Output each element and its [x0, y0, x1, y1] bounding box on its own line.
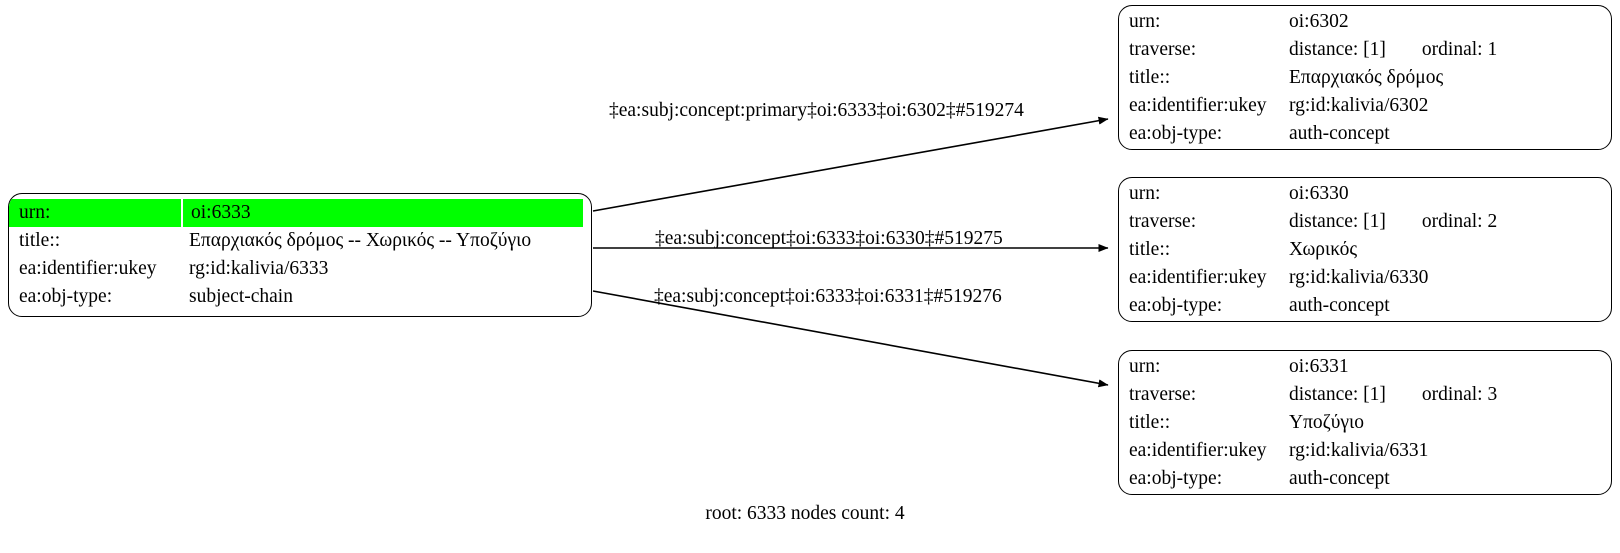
row-key-ukey: ea:identifier:ukey: [19, 258, 157, 279]
row-key-ukey: ea:identifier:ukey: [1129, 94, 1267, 116]
row-key-title: title::: [1129, 66, 1171, 88]
row-value-objtype: subject-chain: [189, 286, 293, 307]
row-value-urn: oi:6333: [183, 199, 583, 227]
node-row-title: title:: Επαρχιακός δρόμος -- Χωρικός -- …: [9, 227, 591, 255]
traverse-ordinal: ordinal: 3: [1421, 383, 1498, 405]
row-value-title: Επαρχιακός δρόμος -- Χωρικός -- Υποζύγιο: [189, 230, 532, 251]
row-key-traverse: traverse:: [1129, 210, 1197, 232]
node-auth-concept-6331[interactable]: urn: oi:6331 traverse: distance: [1] ord…: [1118, 350, 1612, 495]
traverse-distance: distance: [1]: [1289, 383, 1386, 405]
row-key-title: title::: [1129, 411, 1171, 433]
row-key-objtype: ea:obj-type:: [1129, 467, 1223, 489]
row-value-urn: oi:6331: [1289, 355, 1349, 377]
row-value-traverse: distance: [1] ordinal: 3: [1281, 381, 1601, 409]
node-row-traverse: traverse: distance: [1] ordinal: 1: [1119, 36, 1611, 64]
node-row-title: title:: Υποζύγιο: [1119, 409, 1611, 437]
edge-line-6331: [592, 290, 1109, 388]
node-row-objtype: ea:obj-type: auth-concept: [1119, 292, 1611, 320]
row-key-ukey: ea:identifier:ukey: [1129, 266, 1267, 288]
node-row-urn: urn: oi:6330: [1119, 180, 1611, 208]
row-key-ukey: ea:identifier:ukey: [1129, 439, 1267, 461]
node-subject-chain-6333[interactable]: urn: oi:6333 title:: Επαρχιακός δρόμος -…: [8, 193, 592, 317]
node-row-objtype: ea:obj-type: auth-concept: [1119, 120, 1611, 148]
row-value-ukey: rg:id:kalivia/6302: [1289, 94, 1429, 116]
edge-label-6302: ‡ea:subj:concept:primary‡oi:6333‡oi:6302…: [609, 100, 1024, 121]
row-value-urn: oi:6330: [1289, 182, 1349, 204]
node-row-ukey: ea:identifier:ukey rg:id:kalivia/6333: [9, 255, 591, 283]
row-key-title: title::: [19, 230, 61, 251]
edge-line-6302: [592, 116, 1109, 212]
row-key-urn: urn:: [1129, 355, 1161, 377]
node-row-traverse: traverse: distance: [1] ordinal: 2: [1119, 208, 1611, 236]
node-row-ukey: ea:identifier:ukey rg:id:kalivia/6302: [1119, 92, 1611, 120]
graph-caption: root: 6333 nodes count: 4: [0, 503, 1620, 525]
edge-label-6330: ‡ea:subj:concept‡oi:6333‡oi:6330‡#519275: [655, 228, 1003, 249]
node-auth-concept-6302[interactable]: urn: oi:6302 traverse: distance: [1] ord…: [1118, 5, 1612, 150]
row-value-title: Επαρχιακός δρόμος: [1289, 66, 1444, 88]
traverse-ordinal: ordinal: 2: [1421, 210, 1498, 232]
node-row-title: title:: Χωρικός: [1119, 236, 1611, 264]
row-key-traverse: traverse:: [1129, 38, 1197, 60]
row-value-traverse: distance: [1] ordinal: 2: [1281, 208, 1601, 236]
row-value-ukey: rg:id:kalivia/6333: [189, 258, 329, 279]
row-value-title: Χωρικός: [1289, 238, 1358, 260]
row-value-urn: oi:6302: [1289, 10, 1349, 32]
row-value-ukey: rg:id:kalivia/6331: [1289, 439, 1429, 461]
node-row-urn: urn: oi:6302: [1119, 8, 1611, 36]
node-row-objtype: ea:obj-type: subject-chain: [9, 283, 591, 311]
traverse-distance: distance: [1]: [1289, 38, 1386, 60]
graph-caption-text: root: 6333 nodes count: 4: [705, 503, 905, 524]
node-row-urn: urn: oi:6331: [1119, 353, 1611, 381]
row-value-traverse: distance: [1] ordinal: 1: [1281, 36, 1601, 64]
row-key-objtype: ea:obj-type:: [1129, 122, 1223, 144]
row-value-objtype: auth-concept: [1289, 467, 1390, 489]
traverse-ordinal: ordinal: 1: [1421, 38, 1498, 60]
node-row-title: title:: Επαρχιακός δρόμος: [1119, 64, 1611, 92]
node-row-ukey: ea:identifier:ukey rg:id:kalivia/6331: [1119, 437, 1611, 465]
node-row-objtype: ea:obj-type: auth-concept: [1119, 465, 1611, 493]
row-key-urn: urn:: [9, 199, 181, 227]
node-auth-concept-6330[interactable]: urn: oi:6330 traverse: distance: [1] ord…: [1118, 177, 1612, 322]
row-key-title: title::: [1129, 238, 1171, 260]
row-value-ukey: rg:id:kalivia/6330: [1289, 266, 1429, 288]
row-key-objtype: ea:obj-type:: [1129, 294, 1223, 316]
node-row-urn: urn: oi:6333: [9, 199, 591, 227]
edge-label-6331: ‡ea:subj:concept‡oi:6333‡oi:6331‡#519276: [654, 286, 1002, 307]
row-value-objtype: auth-concept: [1289, 122, 1390, 144]
traverse-distance: distance: [1]: [1289, 210, 1386, 232]
row-key-urn: urn:: [1129, 10, 1161, 32]
node-row-traverse: traverse: distance: [1] ordinal: 3: [1119, 381, 1611, 409]
node-row-ukey: ea:identifier:ukey rg:id:kalivia/6330: [1119, 264, 1611, 292]
row-key-traverse: traverse:: [1129, 383, 1197, 405]
row-key-urn: urn:: [1129, 182, 1161, 204]
row-key-objtype: ea:obj-type:: [19, 286, 113, 307]
row-value-objtype: auth-concept: [1289, 294, 1390, 316]
row-value-title: Υποζύγιο: [1289, 411, 1365, 433]
